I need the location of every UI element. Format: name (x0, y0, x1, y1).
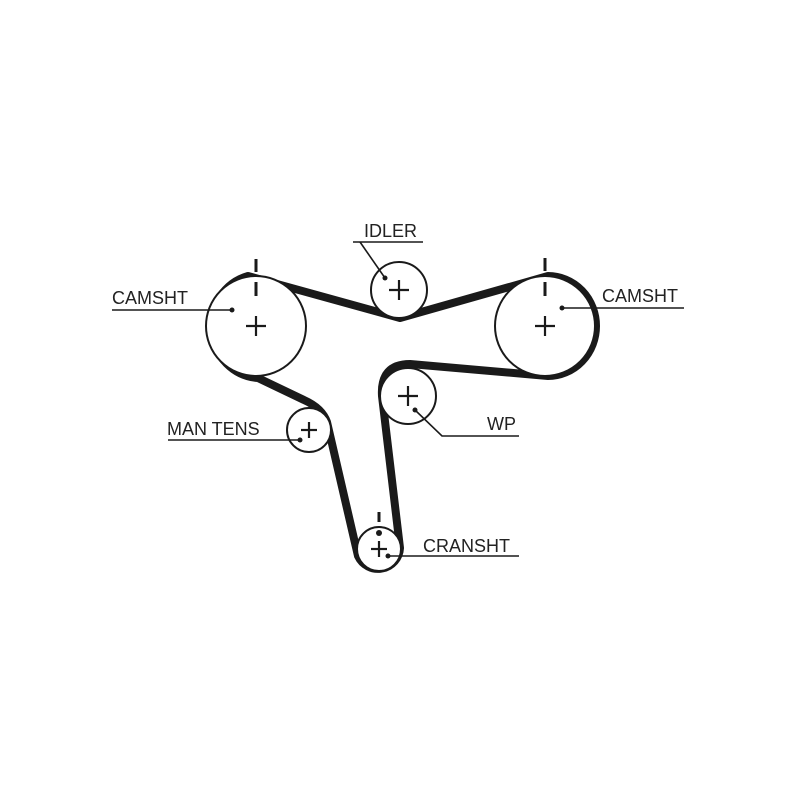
man-tens-pulley (286, 407, 332, 453)
leader-camshaft-right (559, 305, 684, 311)
water-pump-pulley (379, 367, 437, 425)
camshaft-left-pulley (205, 259, 307, 377)
leader-crankshaft (385, 553, 519, 559)
label-crankshaft: CRANSHT (423, 536, 510, 556)
label-camshaft-left: CAMSHT (112, 288, 188, 308)
label-water-pump: WP (487, 414, 516, 434)
crankshaft-pulley (356, 512, 402, 572)
leader-idler (353, 241, 423, 281)
label-man-tens: MAN TENS (167, 419, 260, 439)
label-idler: IDLER (364, 221, 417, 241)
leader-camshaft-left (112, 307, 235, 313)
leader-man-tens (168, 437, 303, 443)
crankshaft-timing-dot (376, 530, 382, 536)
camshaft-right-pulley (494, 258, 596, 377)
leader-water-pump (412, 407, 519, 437)
label-camshaft-right: CAMSHT (602, 286, 678, 306)
